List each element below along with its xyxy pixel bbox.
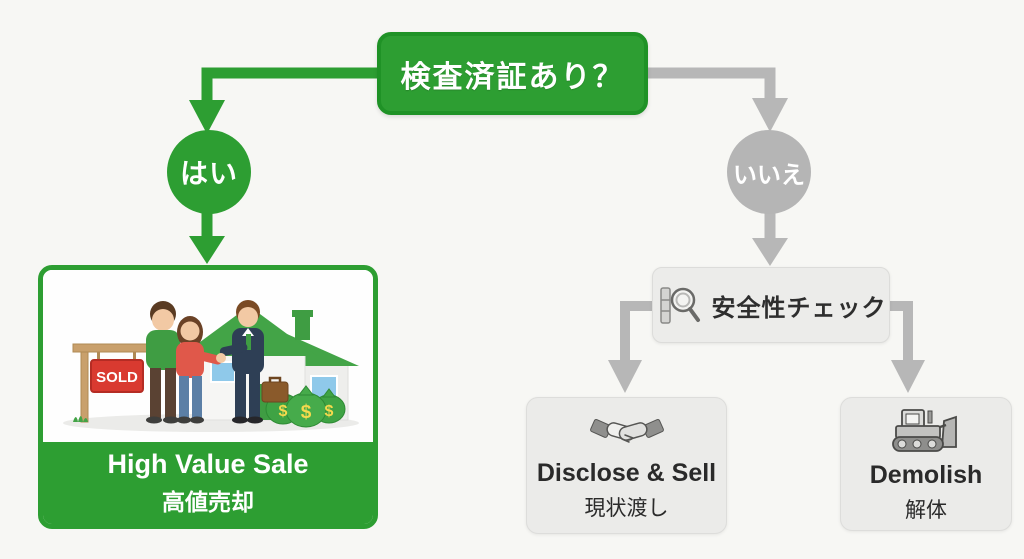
connector-no-elbow (648, 67, 776, 100)
agent-figure (216, 300, 289, 424)
demolish-subtitle: 解体 (905, 498, 947, 522)
safety-check-label: 安全性チェック (711, 294, 887, 322)
magnifier-inspection-icon (656, 282, 702, 328)
connector-demolish-elbow (882, 301, 913, 362)
disclose-title: Disclose & Sell (536, 459, 717, 487)
disclose-subtitle: 現状渡し (584, 497, 669, 520)
branch-yes-label: はい (179, 158, 238, 189)
bulldozer-icon (888, 405, 964, 457)
arrow-down-to-disclose (608, 360, 642, 393)
arrow-down-to-demolish (891, 360, 925, 393)
arrow-down-to-yes (189, 100, 225, 134)
sold-sign: SOLD (72, 343, 156, 423)
branch-no-label: いいえ (733, 161, 805, 189)
handshake-icon (589, 409, 665, 455)
branch-node-no: いいえ (727, 130, 811, 214)
buyer-man-figure (146, 301, 180, 424)
demolish-title: Demolish (869, 460, 983, 489)
buyer-woman-figure (176, 316, 223, 424)
outcome-node-demolish: Demolish 解体 (840, 397, 1012, 531)
dollar-sign: $ (279, 403, 288, 420)
decision-label: 検査済証あり？ (400, 60, 625, 94)
outcome-node-high-value-sale: $ $ $ SOLD (38, 265, 378, 529)
arrow-down-to-sale (189, 236, 225, 264)
branch-node-yes: はい (167, 130, 251, 214)
dollar-sign: $ (325, 403, 334, 420)
arrow-down-to-no (752, 98, 788, 132)
sold-sign-label: SOLD (96, 369, 138, 386)
sale-subtitle: 高値売却 (162, 489, 254, 515)
sale-title: High Value Sale (107, 449, 309, 479)
safety-check-node: 安全性チェック (652, 267, 890, 343)
outcome-node-disclose-sell: Disclose & Sell 現状渡し (526, 397, 727, 534)
house-sale-illustration: $ $ $ SOLD (43, 270, 373, 442)
house-sale-scene: $ $ $ SOLD (63, 300, 359, 432)
dollar-sign: $ (301, 402, 312, 423)
connector-yes-elbow (201, 67, 377, 102)
connector-disclose-elbow (620, 301, 660, 362)
arrow-down-to-safety (752, 238, 788, 266)
decision-node-inspection-certificate: 検査済証あり？ (377, 32, 648, 115)
sale-footer: High Value Sale 高値売却 (43, 442, 373, 524)
